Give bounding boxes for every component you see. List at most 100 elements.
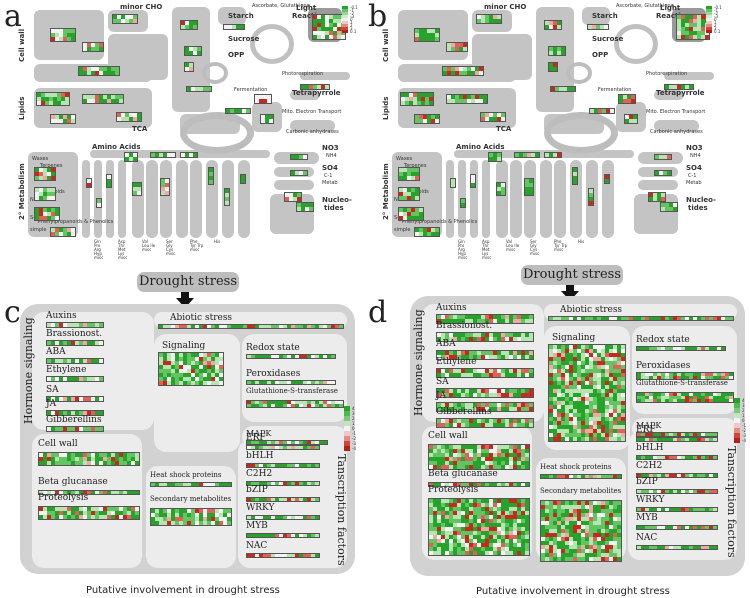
heatmap-cell bbox=[717, 399, 721, 402]
heatmap-cell bbox=[473, 535, 477, 539]
heatmap-cell bbox=[303, 482, 307, 485]
heatmap-cell bbox=[59, 511, 63, 515]
heatmap-cell bbox=[481, 373, 485, 377]
heatmap-cell bbox=[693, 35, 697, 39]
hormone-heatmap bbox=[46, 410, 104, 416]
heatmap-cell bbox=[613, 437, 617, 441]
heatmap-cell bbox=[477, 527, 481, 531]
heatmap-cell bbox=[433, 507, 437, 511]
heatmap-cell bbox=[55, 461, 59, 465]
heatmap-cell bbox=[469, 551, 473, 555]
heatmap-cell bbox=[553, 437, 557, 441]
heatmap-cell bbox=[693, 23, 697, 27]
heatmap-cell bbox=[119, 515, 123, 519]
heatmap-cell bbox=[561, 393, 565, 397]
heatmap-cell bbox=[605, 401, 609, 405]
legend-value: 1 bbox=[350, 20, 353, 25]
heatmap-cell bbox=[429, 547, 433, 551]
heatmap-cell bbox=[461, 203, 465, 207]
map-heatmap-block bbox=[654, 154, 672, 160]
heatmap-cell bbox=[199, 357, 203, 361]
heatmap-cell bbox=[473, 551, 477, 555]
heatmap-cell bbox=[569, 365, 573, 369]
heatmap-cell bbox=[481, 507, 485, 511]
heatmap-cell bbox=[59, 323, 63, 327]
heatmap-cell bbox=[497, 113, 501, 117]
heatmap-cell bbox=[501, 407, 505, 411]
heatmap-cell bbox=[199, 513, 203, 517]
heatmap-cell bbox=[459, 67, 463, 71]
heatmap-cell bbox=[621, 437, 625, 441]
legend-value: -3 bbox=[714, 14, 718, 19]
heatmap-cell bbox=[589, 501, 593, 505]
heatmap-cell bbox=[565, 393, 569, 397]
heatmap-cell bbox=[549, 413, 553, 417]
heatmap-cell bbox=[461, 449, 465, 453]
heatmap-cell bbox=[437, 369, 441, 373]
heatmap-cell bbox=[461, 457, 465, 461]
heatmap-cell bbox=[35, 216, 39, 220]
heatmap-cell bbox=[481, 515, 485, 519]
heatmap-cell bbox=[469, 535, 473, 539]
heatmap-cell bbox=[453, 337, 457, 341]
heatmap-cell bbox=[577, 377, 581, 381]
heatmap-cell bbox=[457, 461, 461, 465]
heatmap-cell bbox=[689, 438, 693, 441]
heatmap-cell bbox=[87, 179, 91, 183]
heatmap-cell bbox=[577, 525, 581, 529]
heatmap-cell bbox=[287, 446, 291, 449]
heatmap-cell bbox=[311, 464, 315, 467]
heatmap-cell bbox=[107, 515, 111, 519]
heatmap-cell bbox=[561, 349, 565, 353]
heatmap-cell bbox=[95, 359, 99, 363]
heatmap-cell bbox=[609, 517, 613, 521]
hormone-heatmap bbox=[436, 332, 534, 342]
heatmap-cell bbox=[513, 457, 517, 461]
heatmap-cell bbox=[43, 511, 47, 515]
heatmap-cell bbox=[581, 525, 585, 529]
heatmap-cell bbox=[67, 323, 71, 327]
heatmap-cell bbox=[665, 347, 669, 350]
heatmap-cell bbox=[279, 554, 283, 557]
heatmap-cell bbox=[271, 325, 275, 328]
map-heatmap-block bbox=[50, 227, 76, 237]
heatmap-cell bbox=[529, 337, 533, 341]
heatmap-cell bbox=[613, 549, 617, 553]
heatmap-cell bbox=[287, 441, 291, 444]
heatmap-cell bbox=[45, 97, 49, 101]
heatmap-cell bbox=[79, 341, 83, 345]
heatmap-cell bbox=[517, 507, 521, 511]
heatmap-cell bbox=[313, 85, 317, 89]
heatmap-cell bbox=[79, 71, 83, 75]
heatmap-cell bbox=[473, 547, 477, 551]
heatmap-cell bbox=[471, 95, 475, 99]
heatmap-cell bbox=[525, 369, 529, 373]
heatmap-cell bbox=[501, 337, 505, 341]
heatmap-cell bbox=[67, 359, 71, 363]
heatmap-cell bbox=[263, 498, 267, 501]
heatmap-cell bbox=[171, 381, 175, 385]
heatmap-cell bbox=[63, 507, 67, 511]
heatmap-cell bbox=[473, 527, 477, 531]
heatmap-cell bbox=[71, 461, 75, 465]
heatmap-cell bbox=[469, 523, 473, 527]
heatmap-cell bbox=[645, 508, 649, 511]
heatmap-cell bbox=[573, 517, 577, 521]
heatmap-cell bbox=[195, 483, 199, 486]
transcription-factors-title: Tanscription factors bbox=[335, 454, 348, 566]
heatmap-cell bbox=[39, 515, 43, 519]
map-heatmap-block bbox=[446, 94, 488, 104]
heatmap-cell bbox=[255, 325, 259, 328]
heatmap-cell bbox=[505, 389, 509, 393]
heatmap-cell bbox=[605, 517, 609, 521]
map-heatmap-block bbox=[290, 154, 308, 160]
heatmap-cell bbox=[661, 193, 665, 197]
heatmap-cell bbox=[51, 172, 55, 176]
heatmap-cell bbox=[79, 411, 83, 415]
heatmap-cell bbox=[207, 377, 211, 381]
heatmap-cell bbox=[585, 545, 589, 549]
heatmap-cell bbox=[473, 531, 477, 535]
heatmap-cell bbox=[183, 377, 187, 381]
heatmap-cell bbox=[51, 377, 55, 381]
map-heatmap-block bbox=[588, 188, 594, 206]
